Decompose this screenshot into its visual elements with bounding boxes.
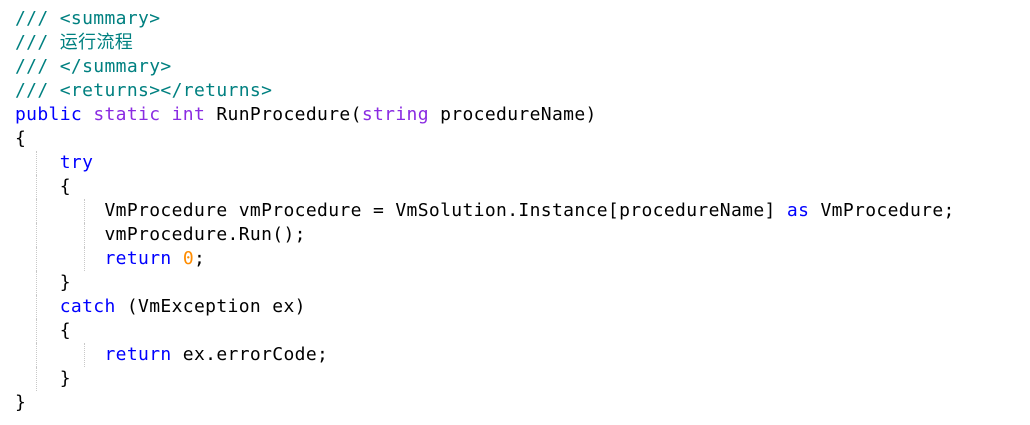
indent-guide xyxy=(36,295,37,319)
code-token-plain xyxy=(15,296,60,317)
code-line: } xyxy=(15,367,1030,391)
code-line: try xyxy=(15,151,1030,175)
indent-guide xyxy=(36,151,37,175)
code-line: { xyxy=(15,127,1030,151)
indent-guide xyxy=(84,223,85,247)
code-line: { xyxy=(15,319,1030,343)
code-token-keyword-purple: int xyxy=(171,104,206,125)
code-token-comment: /// <summary> xyxy=(15,8,161,29)
code-line: catch (VmException ex) xyxy=(15,295,1030,319)
code-line: /// <summary> xyxy=(15,7,1030,31)
code-line: { xyxy=(15,175,1030,199)
indent-guide xyxy=(84,199,85,223)
code-token-keyword-purple: string xyxy=(361,104,429,125)
code-line: } xyxy=(15,271,1030,295)
code-line: } xyxy=(15,391,1030,415)
code-token-keyword-blue: as xyxy=(786,200,810,221)
indent-guide xyxy=(36,271,37,295)
code-line: /// </summary> xyxy=(15,55,1030,79)
indent-guide xyxy=(36,367,37,391)
code-token-plain: { xyxy=(15,128,27,149)
code-token-plain: VmProcedure vmProcedure = VmSolution.Ins… xyxy=(15,200,787,221)
code-token-comment: /// <returns></returns> xyxy=(15,80,273,101)
code-token-plain xyxy=(82,104,93,125)
code-token-plain: VmProcedure; xyxy=(809,200,955,221)
code-token-plain: ; xyxy=(194,248,206,269)
code-token-plain: vmProcedure.Run(); xyxy=(15,224,306,245)
code-line: return ex.errorCode; xyxy=(15,343,1030,367)
code-token-plain: } xyxy=(15,392,27,413)
code-token-plain: procedureName) xyxy=(428,104,597,125)
code-token-plain: } xyxy=(15,272,71,293)
code-token-number: 0 xyxy=(182,248,194,269)
code-token-plain: { xyxy=(15,176,71,197)
code-token-plain xyxy=(15,152,60,173)
indent-guide xyxy=(84,343,85,367)
code-token-plain xyxy=(15,344,105,365)
code-token-keyword-blue: try xyxy=(59,152,94,173)
code-token-plain: RunProcedure( xyxy=(205,104,362,125)
code-token-comment: /// 运行流程 xyxy=(15,32,134,53)
code-token-keyword-blue: return xyxy=(104,344,172,365)
code-token-keyword-blue: catch xyxy=(59,296,116,317)
code-token-plain xyxy=(15,248,105,269)
code-token-keyword-blue: return xyxy=(104,248,172,269)
code-token-comment: /// </summary> xyxy=(15,56,172,77)
code-token-plain: { xyxy=(15,320,71,341)
indent-guide xyxy=(36,223,37,247)
indent-guide xyxy=(36,199,37,223)
indent-guide xyxy=(36,319,37,343)
code-token-plain: } xyxy=(15,368,71,389)
code-line: VmProcedure vmProcedure = VmSolution.Ins… xyxy=(15,199,1030,223)
code-token-plain xyxy=(172,248,183,269)
code-line: vmProcedure.Run(); xyxy=(15,223,1030,247)
code-line: public static int RunProcedure(string pr… xyxy=(15,103,1030,127)
code-token-plain: (VmException ex) xyxy=(115,296,306,317)
indent-guide xyxy=(36,247,37,271)
indent-guide xyxy=(36,175,37,199)
code-line: /// <returns></returns> xyxy=(15,79,1030,103)
code-line: /// 运行流程 xyxy=(15,31,1030,55)
code-token-keyword-blue: public xyxy=(15,104,83,125)
code-token-plain: ex.errorCode; xyxy=(171,344,329,365)
code-token-plain xyxy=(160,104,171,125)
code-line: return 0; xyxy=(15,247,1030,271)
code-token-keyword-purple: static xyxy=(93,104,161,125)
indent-guide xyxy=(84,247,85,271)
indent-guide xyxy=(36,343,37,367)
